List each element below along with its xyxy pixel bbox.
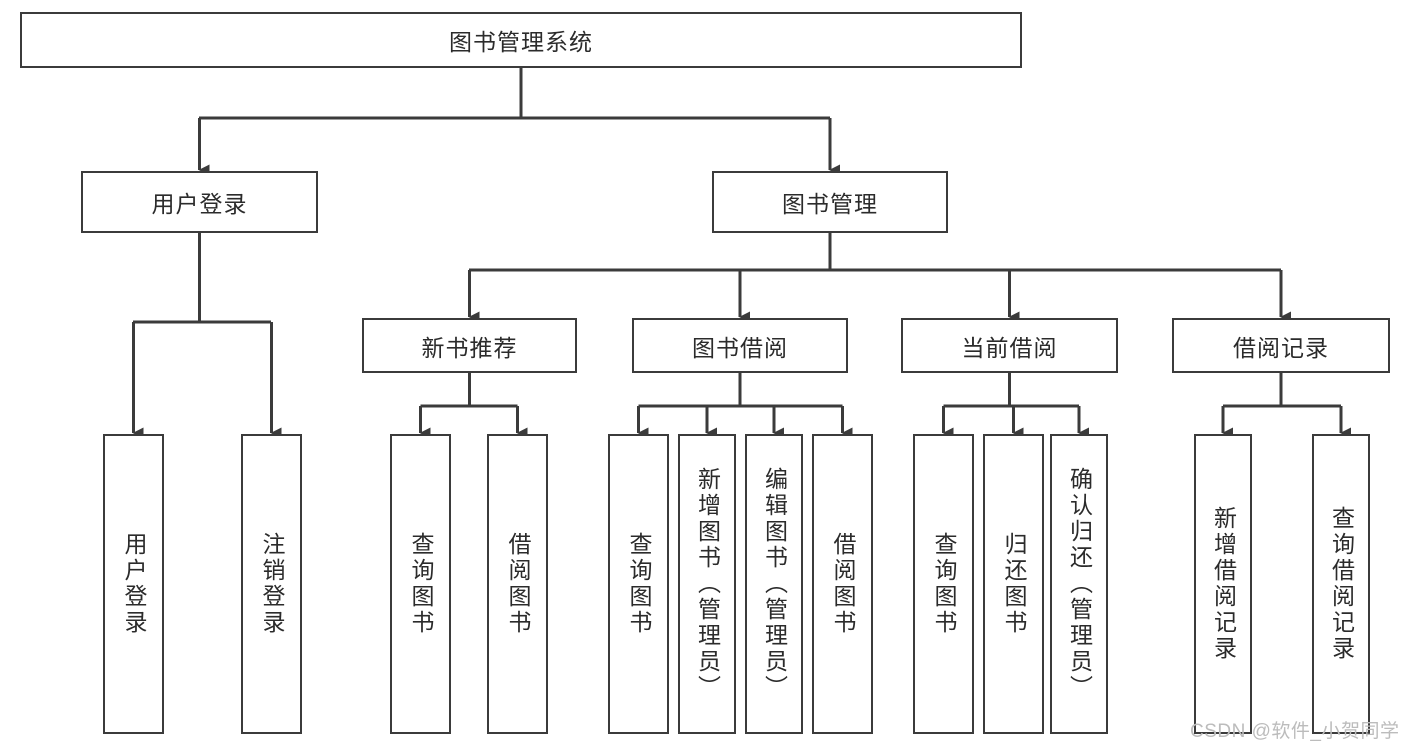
node-root[interactable]: 图书管理系统 xyxy=(20,12,1022,68)
node-label: 查询图书 xyxy=(626,532,652,636)
node-current-borrow[interactable]: 当前借阅 xyxy=(901,318,1118,373)
node-new-book-recommend[interactable]: 新书推荐 xyxy=(362,318,577,373)
node-label: 用户登录 xyxy=(151,191,248,217)
node-label: 借阅图书 xyxy=(505,532,531,636)
node-label: 查询图书 xyxy=(408,532,434,636)
node-label: 新增图书（管理员） xyxy=(694,467,721,701)
node-label: 查询图书 xyxy=(931,532,957,636)
node-label: 图书管理系统 xyxy=(449,29,593,55)
node-leaf-edit-book[interactable]: 编辑图书（管理员） xyxy=(745,434,803,734)
node-leaf-query-borrow-record[interactable]: 查询借阅记录 xyxy=(1312,434,1370,734)
node-label: 新书推荐 xyxy=(421,334,518,361)
node-label: 编辑图书（管理员） xyxy=(761,467,788,701)
node-label: 查询借阅记录 xyxy=(1328,506,1355,662)
node-leaf-add-book[interactable]: 新增图书（管理员） xyxy=(678,434,736,734)
node-borrow-record[interactable]: 借阅记录 xyxy=(1172,318,1390,373)
node-label: 借阅记录 xyxy=(1233,334,1329,361)
node-label: 借阅图书 xyxy=(830,532,856,636)
node-label: 注销登录 xyxy=(259,532,285,636)
node-book-manage[interactable]: 图书管理 xyxy=(712,171,948,233)
node-leaf-confirm-return[interactable]: 确认归还（管理员） xyxy=(1050,434,1108,734)
node-leaf-query-book-borrow[interactable]: 查询图书 xyxy=(608,434,669,734)
node-leaf-user-login[interactable]: 用户登录 xyxy=(103,434,164,734)
node-book-borrow[interactable]: 图书借阅 xyxy=(632,318,848,373)
node-label: 归还图书 xyxy=(1001,532,1027,636)
node-label: 用户登录 xyxy=(121,532,147,636)
node-label: 确认归还（管理员） xyxy=(1066,467,1093,701)
node-label: 图书管理 xyxy=(782,191,878,217)
node-user-login[interactable]: 用户登录 xyxy=(81,171,318,233)
node-leaf-return-book[interactable]: 归还图书 xyxy=(983,434,1044,734)
node-leaf-add-borrow-record[interactable]: 新增借阅记录 xyxy=(1194,434,1252,734)
node-label: 当前借阅 xyxy=(961,334,1058,361)
node-leaf-borrow-book-recommend[interactable]: 借阅图书 xyxy=(487,434,548,734)
node-leaf-borrow-book[interactable]: 借阅图书 xyxy=(812,434,873,734)
node-leaf-logout-login[interactable]: 注销登录 xyxy=(241,434,302,734)
node-label: 新增借阅记录 xyxy=(1210,506,1237,662)
watermark-text: CSDN @软件_小贺同学 xyxy=(1190,721,1400,742)
node-leaf-query-book-current[interactable]: 查询图书 xyxy=(913,434,974,734)
node-leaf-query-book-recommend[interactable]: 查询图书 xyxy=(390,434,451,734)
node-label: 图书借阅 xyxy=(692,334,788,361)
